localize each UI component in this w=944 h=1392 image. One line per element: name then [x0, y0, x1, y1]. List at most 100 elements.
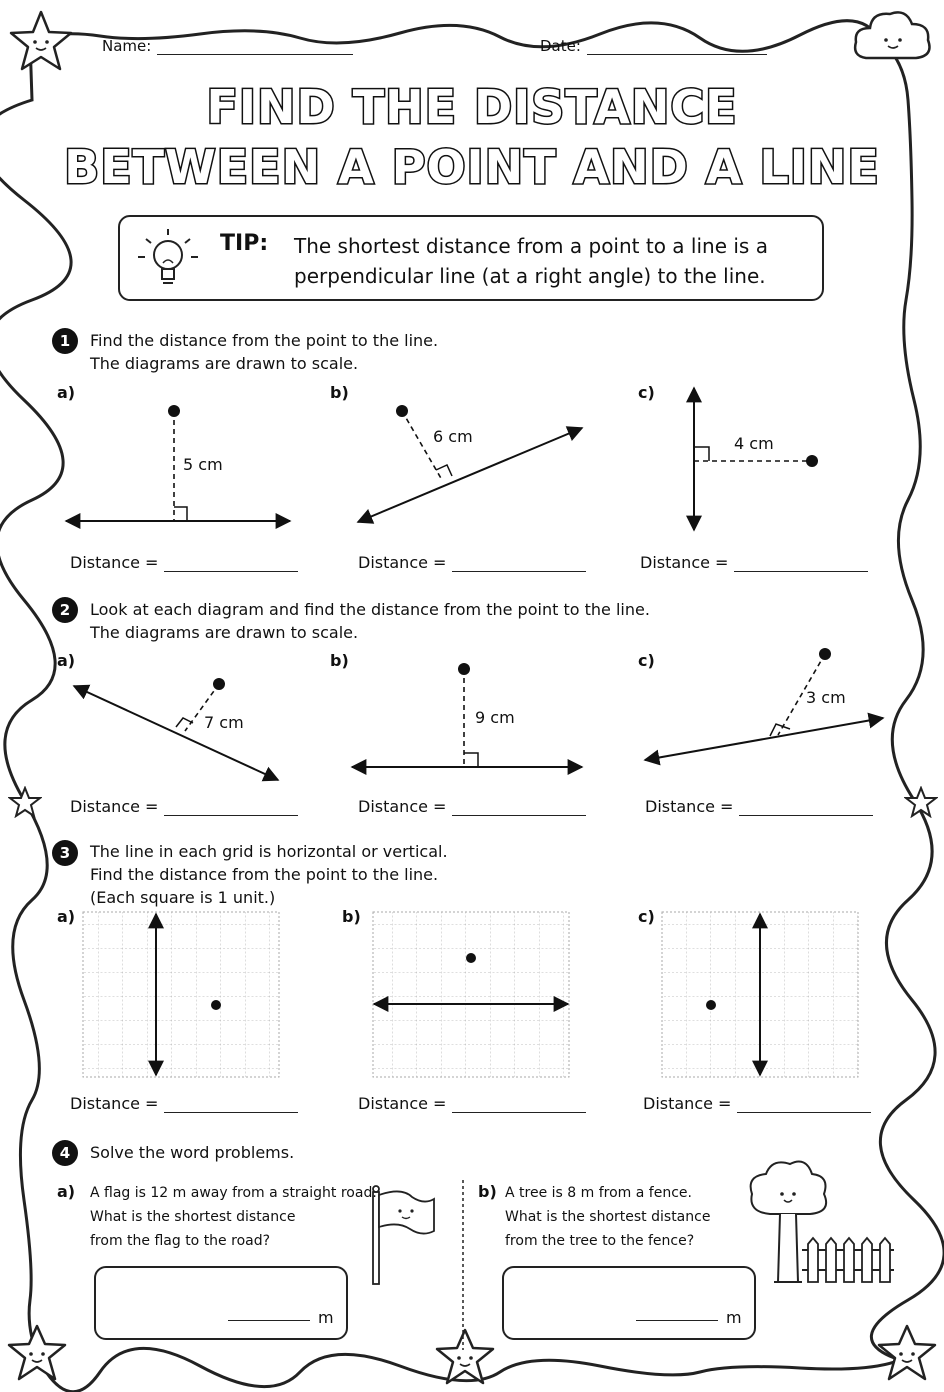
star-icon [877, 1324, 937, 1381]
title-line-2: BETWEEN A POINT AND A LINE [63, 139, 881, 196]
name-label: Name: [102, 37, 152, 55]
q2b-diagram [350, 663, 584, 775]
q4b-line-1: A tree is 8 m from a fence. [505, 1185, 692, 1201]
q4a-line-2: What is the shortest distance [90, 1209, 296, 1225]
q1-diagrams [64, 386, 818, 532]
q3b-grid [372, 911, 570, 1078]
tip-box: TIP: The shortest distance from a point … [118, 215, 824, 301]
q1b-diagram [356, 405, 584, 524]
q4a-unit: m [318, 1308, 334, 1327]
q1c-diagram [686, 386, 818, 532]
q1-part-b-label: b) [330, 383, 349, 402]
question-3-number: 3 [52, 840, 78, 866]
question-2-line-2: The diagrams are drawn to scale. [90, 623, 359, 642]
point-dot [466, 953, 476, 963]
q3-part-b-label: b) [342, 907, 361, 926]
answer-blank[interactable] [636, 1304, 718, 1321]
q4a-text: A flag is 12 m away from a straight road… [90, 1181, 377, 1253]
question-1-number: 1 [52, 328, 78, 354]
q2c-diagram [643, 648, 885, 766]
q3c-answer[interactable]: Distance = [643, 1094, 872, 1113]
q1c-measure: 4 cm [734, 434, 774, 453]
answer-blank[interactable] [164, 1096, 299, 1113]
q2c-answer[interactable]: Distance = [645, 797, 874, 816]
q1a-measure: 5 cm [183, 455, 223, 474]
answer-blank[interactable] [739, 799, 874, 816]
star-icon [435, 1328, 495, 1385]
q2a-answer[interactable]: Distance = [70, 797, 299, 816]
point-dot [213, 678, 225, 690]
tip-text: The shortest distance from a point to a … [294, 234, 768, 288]
q1-part-a-label: a) [57, 383, 76, 402]
q4-part-a-label: a) [57, 1182, 76, 1201]
q4a-line-3: from the flag to the road? [90, 1233, 271, 1249]
q2-part-b-label: b) [330, 651, 349, 670]
question-3-text: The line in each grid is horizontal or v… [90, 840, 448, 909]
q4a-answer-box[interactable]: m [94, 1266, 348, 1340]
distance-label: Distance = [645, 797, 734, 816]
distance-label: Distance = [358, 797, 447, 816]
title-line-1: FIND THE DISTANCE [205, 79, 738, 136]
q3b-answer[interactable]: Distance = [358, 1094, 587, 1113]
question-2-text: Look at each diagram and find the distan… [90, 598, 650, 644]
question-3-line-1: The line in each grid is horizontal or v… [90, 842, 448, 861]
star-icon [7, 1324, 67, 1381]
flag-icon [372, 1185, 435, 1285]
question-4-number: 4 [52, 1140, 78, 1166]
q4b-unit: m [726, 1308, 742, 1327]
point-dot [819, 648, 831, 660]
q2-part-a-label: a) [57, 651, 76, 670]
point-dot [458, 663, 470, 675]
lightbulb-icon [138, 229, 198, 284]
answer-blank[interactable] [164, 555, 299, 572]
q1c-answer[interactable]: Distance = [640, 553, 869, 572]
fence-icon [802, 1236, 894, 1283]
tip-label: TIP: [220, 231, 269, 256]
question-3-line-3: (Each square is 1 unit.) [90, 888, 276, 907]
q1b-answer[interactable]: Distance = [358, 553, 587, 572]
q2c-measure: 3 cm [806, 688, 846, 707]
answer-blank[interactable] [164, 799, 299, 816]
q1a-diagram [64, 405, 292, 529]
date-field[interactable]: Date: [540, 37, 767, 55]
answer-blank[interactable] [228, 1304, 310, 1321]
q3-part-a-label: a) [57, 907, 76, 926]
distance-label: Distance = [643, 1094, 732, 1113]
distance-label: Distance = [358, 1094, 447, 1113]
question-3-line-2: Find the distance from the point to the … [90, 865, 439, 884]
distance-label: Distance = [70, 1094, 159, 1113]
q3a-answer[interactable]: Distance = [70, 1094, 299, 1113]
answer-blank[interactable] [452, 555, 587, 572]
star-icon [904, 786, 938, 818]
answer-blank[interactable] [737, 1096, 872, 1113]
q2a-diagram [72, 678, 280, 782]
distance-label: Distance = [70, 797, 159, 816]
cloud-icon [853, 11, 931, 60]
answer-blank[interactable] [452, 799, 587, 816]
q2b-answer[interactable]: Distance = [358, 797, 587, 816]
divider [462, 1180, 464, 1350]
point-dot [806, 455, 818, 467]
answer-blank[interactable] [734, 555, 869, 572]
date-blank[interactable] [586, 38, 767, 55]
q2-diagrams [72, 648, 885, 782]
q4b-line-3: from the tree to the fence? [505, 1233, 695, 1249]
q1-part-c-label: c) [638, 383, 655, 402]
q2a-measure: 7 cm [204, 713, 244, 732]
q1b-measure: 6 cm [433, 427, 473, 446]
q4a-line-1: A flag is 12 m away from a straight road… [90, 1185, 377, 1201]
name-blank[interactable] [157, 38, 354, 55]
q2b-measure: 9 cm [475, 708, 515, 727]
q4b-line-2: What is the shortest distance [505, 1209, 711, 1225]
q3-part-c-label: c) [638, 907, 655, 926]
q3-grids [82, 911, 859, 1078]
answer-blank[interactable] [452, 1096, 587, 1113]
q1a-answer[interactable]: Distance = [70, 553, 299, 572]
q4b-answer-box[interactable]: m [502, 1266, 756, 1340]
question-2-number: 2 [52, 597, 78, 623]
name-field[interactable]: Name: [102, 37, 354, 55]
q4b-text: A tree is 8 m from a fence. What is the … [505, 1181, 710, 1253]
q3a-grid [82, 911, 280, 1078]
question-1-line-2: The diagrams are drawn to scale. [90, 354, 359, 373]
point-dot [211, 1000, 221, 1010]
